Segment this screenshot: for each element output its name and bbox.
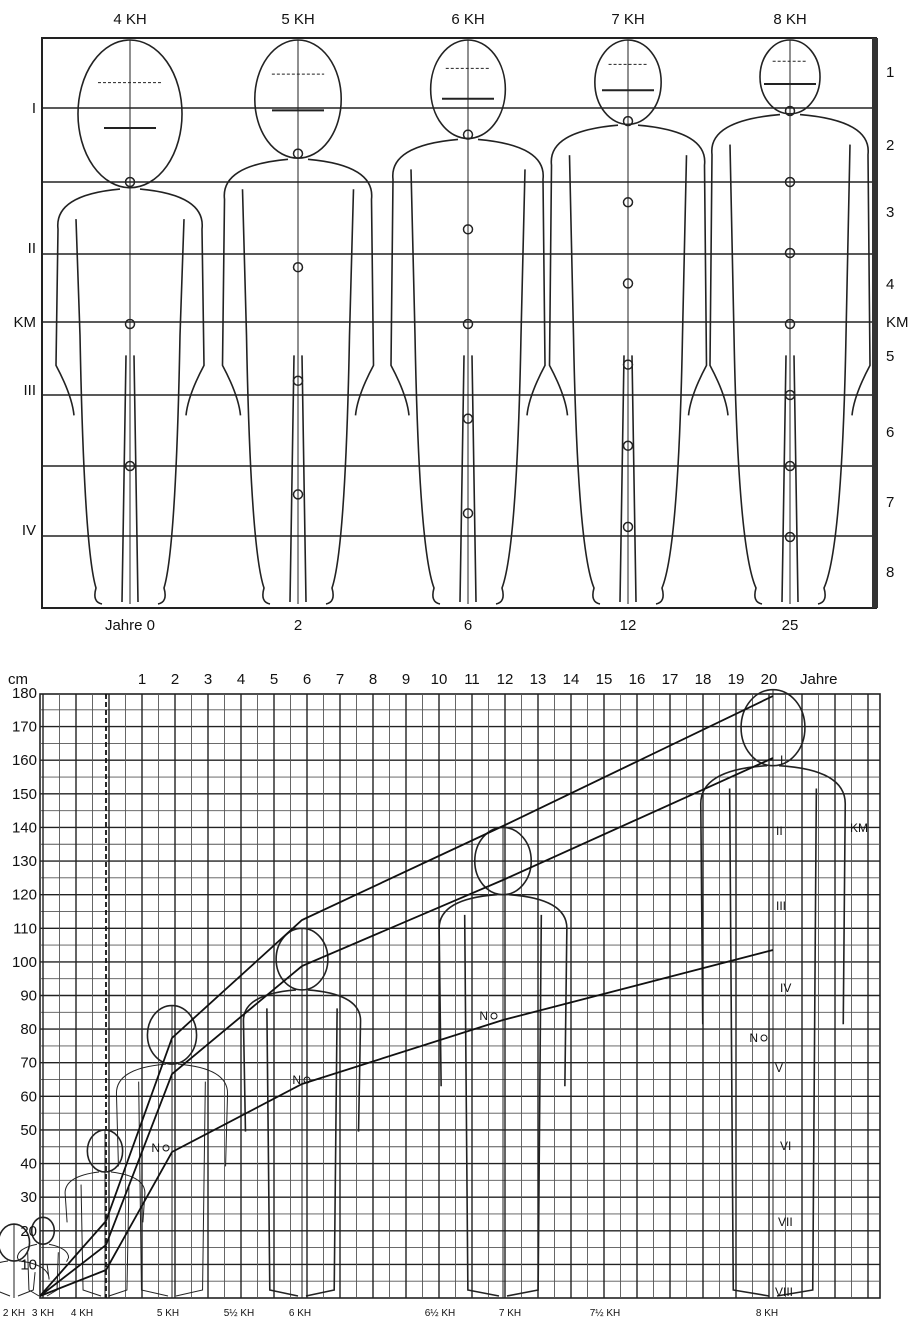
x-tick-label: 5 [270, 671, 278, 688]
x-tick-label: 16 [629, 671, 646, 688]
scale-right-label: 1 [886, 64, 894, 81]
bottom-kh-label: 5 KH [157, 1308, 179, 1319]
bottom-kh-label: 5½ KH [224, 1308, 255, 1319]
bottom-kh-label: 7 KH [499, 1308, 521, 1319]
navel-label: N [479, 1009, 488, 1023]
y-tick-label: 70 [20, 1055, 37, 1072]
navel-marker [491, 1013, 497, 1019]
scale-right-label: 6 [886, 424, 894, 441]
x-tick-label: 4 [237, 671, 245, 688]
child-figure [391, 40, 545, 604]
y-tick-label: 10 [20, 1256, 37, 1273]
x-tick-label: 13 [530, 671, 547, 688]
navel-marker [761, 1035, 767, 1041]
age-label: 12 [620, 617, 637, 634]
x-tick-label: 11 [464, 671, 480, 688]
roman-left-label: II [28, 240, 36, 257]
x-tick-label: 20 [761, 671, 778, 688]
bottom-kh-label: 4 KH [71, 1308, 93, 1319]
y-tick-label: 180 [12, 685, 37, 702]
bottom-kh-label: 6½ KH [425, 1308, 456, 1319]
scale-right-label: 5 [886, 348, 894, 365]
y-tick-label: 120 [12, 887, 37, 904]
bottom-kh-label: 2 KH [3, 1308, 25, 1319]
figure-roman-label: IV [780, 981, 791, 995]
x-tick-label: 2 [171, 671, 179, 688]
navel-label: N [749, 1031, 758, 1045]
x-tick-label: 17 [662, 671, 679, 688]
child-figure [550, 40, 707, 604]
figure-roman-label: VII [778, 1215, 793, 1229]
column-header: 4 KH [113, 11, 146, 28]
x-tick-label: 14 [563, 671, 580, 688]
bottom-kh-label: 3 KH [32, 1308, 54, 1319]
top-panel-frame [42, 38, 876, 608]
x-tick-label: 9 [402, 671, 410, 688]
navel-label: N [292, 1073, 301, 1087]
x-tick-label: 6 [303, 671, 311, 688]
age-label: 2 [294, 617, 302, 634]
y-tick-label: 170 [12, 719, 37, 736]
top-panel-scale-bar [872, 38, 878, 608]
x-tick-label: 8 [369, 671, 377, 688]
age-label: 6 [464, 617, 472, 634]
scale-right-label: 7 [886, 494, 894, 511]
age-label: Jahre 0 [105, 617, 155, 634]
roman-left-label: KM [14, 314, 37, 331]
y-tick-label: 90 [20, 988, 37, 1005]
x-tick-label: 10 [431, 671, 448, 688]
scale-right-label: 4 [886, 276, 894, 293]
x-tick-label: 18 [695, 671, 712, 688]
y-tick-label: 20 [20, 1223, 37, 1240]
child-figure [710, 40, 870, 604]
x-tick-label: 3 [204, 671, 212, 688]
scale-right-label: 8 [886, 564, 894, 581]
top-panel-proportion-chart: 4 KHJahre 05 KH26 KH67 KH128 KH25IIIKMII… [14, 11, 909, 634]
roman-left-label: I [32, 100, 36, 117]
figure-roman-label: V [775, 1061, 783, 1075]
column-header: 8 KH [773, 11, 806, 28]
y-tick-label: 140 [12, 819, 37, 836]
y-tick-label: 130 [12, 853, 37, 870]
y-tick-label: 60 [20, 1088, 37, 1105]
y-tick-label: 30 [20, 1189, 37, 1206]
bottom-kh-label: 8 KH [756, 1308, 778, 1319]
navel-marker [163, 1145, 169, 1151]
horizontal-guide-lines [42, 108, 872, 536]
scale-right-label: KM [886, 314, 909, 331]
figure-roman-label: I [780, 753, 783, 767]
scale-right-label: 2 [886, 137, 894, 154]
y-tick-label: 100 [12, 954, 37, 971]
age-label: 25 [782, 617, 799, 634]
y-tick-label: 50 [20, 1122, 37, 1139]
x-tick-label: 12 [497, 671, 514, 688]
roman-left-label: III [23, 382, 36, 399]
column-header: 6 KH [451, 11, 484, 28]
growth-grid [40, 694, 880, 1298]
figure-roman-label: VI [780, 1139, 791, 1153]
bottom-panel-growth-chart: cm18017016015014013012011010090807060504… [0, 671, 880, 1319]
roman-left-label: IV [22, 522, 36, 539]
column-header: 7 KH [611, 11, 644, 28]
y-tick-label: 150 [12, 786, 37, 803]
column-header: 5 KH [281, 11, 314, 28]
figure-roman-label: II [776, 824, 783, 838]
figure-roman-label: VIII [775, 1285, 793, 1299]
y-tick-label: 80 [20, 1021, 37, 1038]
x-tick-label: 15 [596, 671, 613, 688]
navel-label: N [151, 1141, 160, 1155]
y-tick-label: 110 [13, 920, 37, 937]
y-tick-label: 160 [12, 752, 37, 769]
x-tick-label: 1 [138, 671, 146, 688]
scale-right-label: 3 [886, 204, 894, 221]
km-label: KM [850, 821, 868, 835]
x-tick-label: 19 [728, 671, 745, 688]
bottom-kh-label: 6 KH [289, 1308, 311, 1319]
bottom-kh-label: 7½ KH [590, 1308, 621, 1319]
figure-roman-label: III [776, 899, 786, 913]
x-tick-label: 7 [336, 671, 344, 688]
y-tick-label: 40 [20, 1156, 37, 1173]
x-unit-label: Jahre [800, 671, 838, 688]
